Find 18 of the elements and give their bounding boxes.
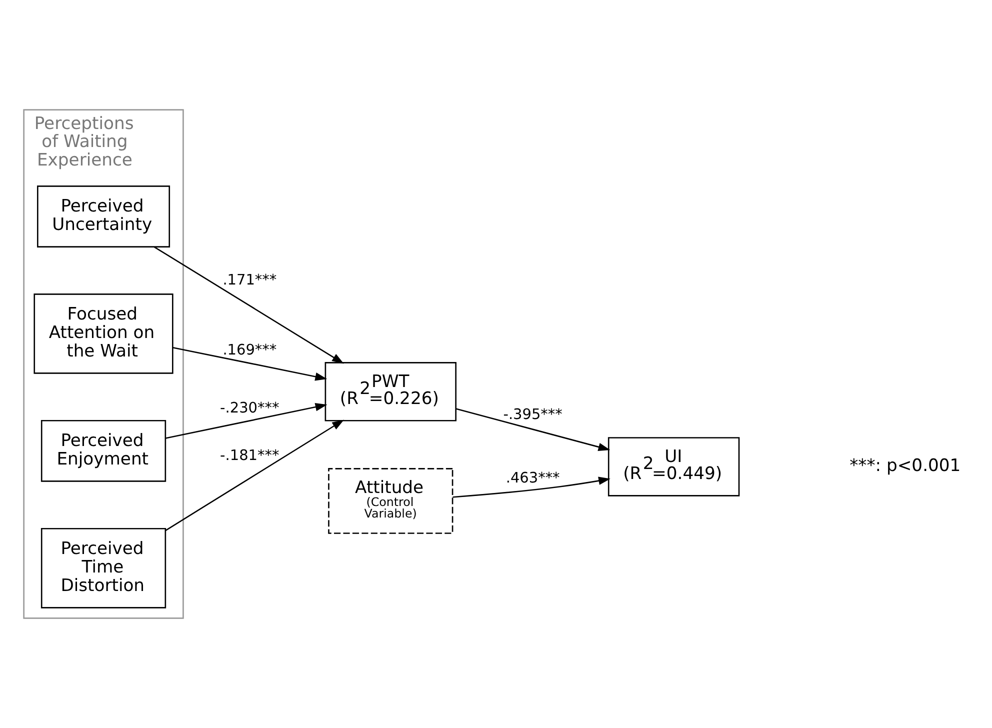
- node-box: Perceived Uncertainty: [37, 186, 170, 248]
- edge-label: .169***: [222, 342, 277, 359]
- node-box: Focused Attention on the Wait: [34, 294, 174, 374]
- arrow: [456, 408, 610, 451]
- edge-label: .171***: [222, 272, 277, 289]
- edge-label: -.395***: [503, 407, 562, 424]
- edge-label: -.230***: [220, 400, 280, 416]
- label: ***: p<0.001: [850, 456, 961, 476]
- arrow: [154, 246, 344, 364]
- node-box: Perceived Time Distortion: [40, 528, 166, 608]
- arrow: [172, 346, 328, 381]
- edge-label: -.181***: [220, 448, 280, 464]
- arrow: [452, 476, 610, 498]
- node-box: Attitude (Control Variable): [328, 468, 454, 534]
- edge-label: .463***: [506, 470, 560, 486]
- arrow: [165, 420, 344, 532]
- node-box: Perceived Enjoyment: [40, 420, 166, 482]
- arrow: [165, 402, 328, 439]
